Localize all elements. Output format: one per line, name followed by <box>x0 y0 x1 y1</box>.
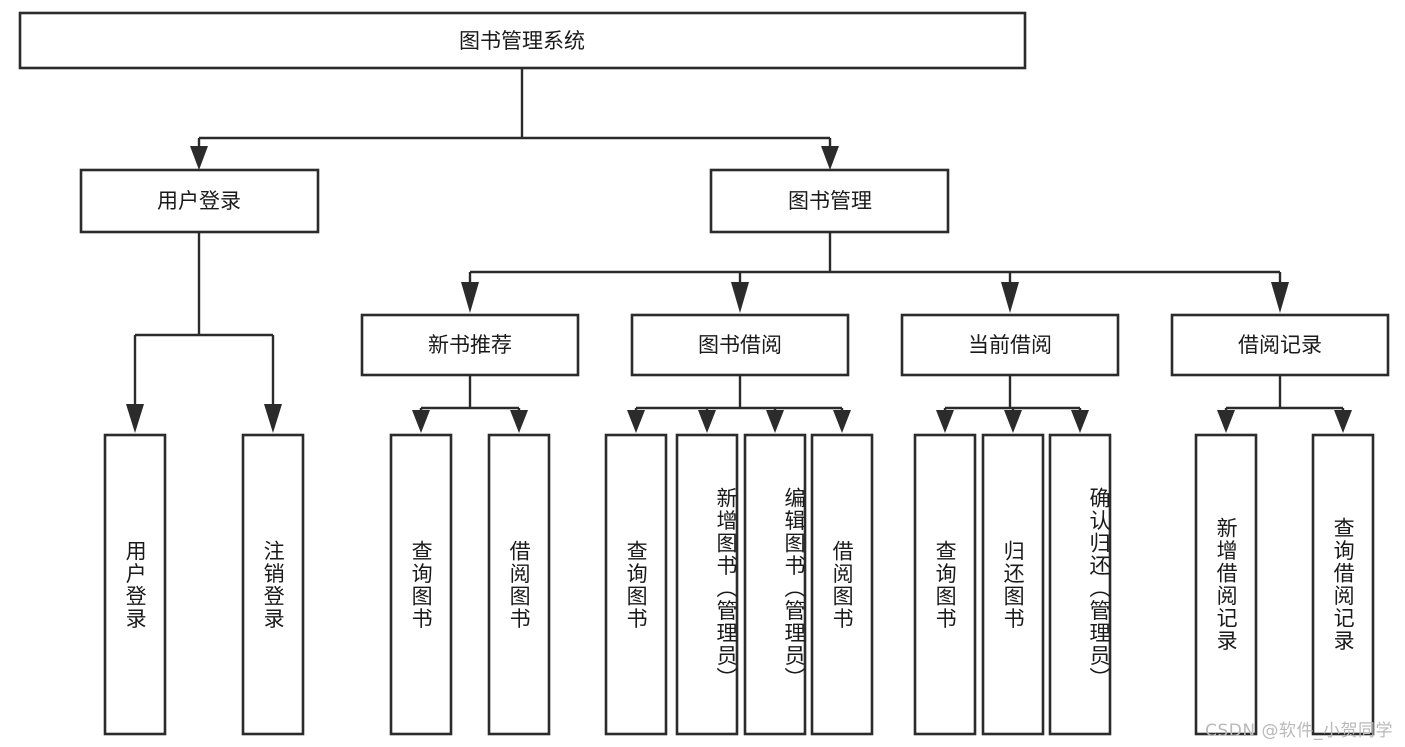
leaf-box-logout-login[interactable] <box>241 433 305 736</box>
connector-user-login-to-leaves <box>126 232 282 433</box>
arrow-to-leaf-logout-login <box>264 404 282 433</box>
leaf-box-borrow-book-1[interactable] <box>487 433 551 736</box>
arrow-to-leaf-add-book <box>698 410 716 433</box>
leaf-box-query-book-2[interactable] <box>604 433 668 736</box>
arrow-to-current-borrow <box>1001 282 1019 313</box>
leaf-box-confirm-return[interactable] <box>1048 433 1112 736</box>
arrow-to-leaf-query-record <box>1334 410 1352 433</box>
node-root[interactable]: 图书管理系统 <box>18 11 1027 70</box>
arrow-to-leaf-edit-book <box>766 410 784 433</box>
node-borrow-record-label: 借阅记录 <box>1238 333 1322 357</box>
arrow-to-leaf-add-record <box>1217 410 1235 433</box>
leaf-box-borrow-book-2[interactable] <box>810 433 874 736</box>
arrow-to-book-borrow <box>731 282 749 313</box>
connector-new-book-recommend-to-leaves <box>412 375 528 433</box>
node-current-borrow-label: 当前借阅 <box>968 333 1052 357</box>
arrow-to-book-manage <box>821 146 839 170</box>
leaf-box-return-book[interactable] <box>981 433 1045 736</box>
node-new-book-recommend[interactable]: 新书推荐 <box>360 313 580 377</box>
connector-book-borrow-to-leaves <box>627 375 851 433</box>
leaf-box-add-book[interactable] <box>675 433 739 736</box>
arrow-to-leaf-query-book-1 <box>412 410 430 433</box>
leaf-box-query-book-3[interactable] <box>913 433 977 736</box>
connector-book-manage-to-level3 <box>461 232 1289 313</box>
node-root-box[interactable] <box>18 11 1027 70</box>
arrow-to-leaf-query-book-3 <box>936 410 954 433</box>
node-root-label: 图书管理系统 <box>459 29 585 53</box>
leaf-box-add-record[interactable] <box>1194 433 1258 736</box>
leaf-box-user-login[interactable] <box>103 433 167 736</box>
leaf-box-edit-book[interactable] <box>743 433 807 736</box>
node-book-manage-label: 图书管理 <box>788 189 872 213</box>
node-book-borrow[interactable]: 图书借阅 <box>630 313 850 377</box>
arrow-to-leaf-confirm-return <box>1071 410 1089 433</box>
node-user-login[interactable]: 用户登录 <box>79 168 320 234</box>
arrow-to-borrow-record <box>1271 282 1289 313</box>
csdn-watermark: CSDN @软件_小贺同学 <box>1205 721 1393 741</box>
node-current-borrow-box[interactable] <box>900 313 1120 377</box>
leaf-box-query-record[interactable] <box>1311 433 1375 736</box>
node-book-borrow-label: 图书借阅 <box>698 333 782 357</box>
arrow-to-new-book-recommend <box>461 282 479 313</box>
arrow-to-leaf-return-book <box>1004 410 1022 433</box>
arrow-to-leaf-borrow-book-1 <box>510 410 528 433</box>
connector-root-to-level2 <box>190 68 839 170</box>
node-new-book-recommend-box[interactable] <box>360 313 580 377</box>
node-current-borrow[interactable]: 当前借阅 <box>900 313 1120 377</box>
arrow-to-user-login <box>190 146 208 170</box>
node-book-manage[interactable]: 图书管理 <box>709 168 950 234</box>
node-user-login-box[interactable] <box>79 168 320 234</box>
node-user-login-label: 用户登录 <box>157 189 241 213</box>
connector-borrow-record-to-leaves <box>1217 375 1352 433</box>
arrow-to-leaf-query-book-2 <box>627 410 645 433</box>
connector-current-borrow-to-leaves <box>936 375 1089 433</box>
node-borrow-record[interactable]: 借阅记录 <box>1170 313 1390 377</box>
arrow-to-leaf-user-login <box>126 404 144 433</box>
arrow-to-leaf-borrow-book-2 <box>833 410 851 433</box>
node-new-book-recommend-label: 新书推荐 <box>428 333 512 357</box>
leaf-box-query-book-1[interactable] <box>389 433 453 736</box>
